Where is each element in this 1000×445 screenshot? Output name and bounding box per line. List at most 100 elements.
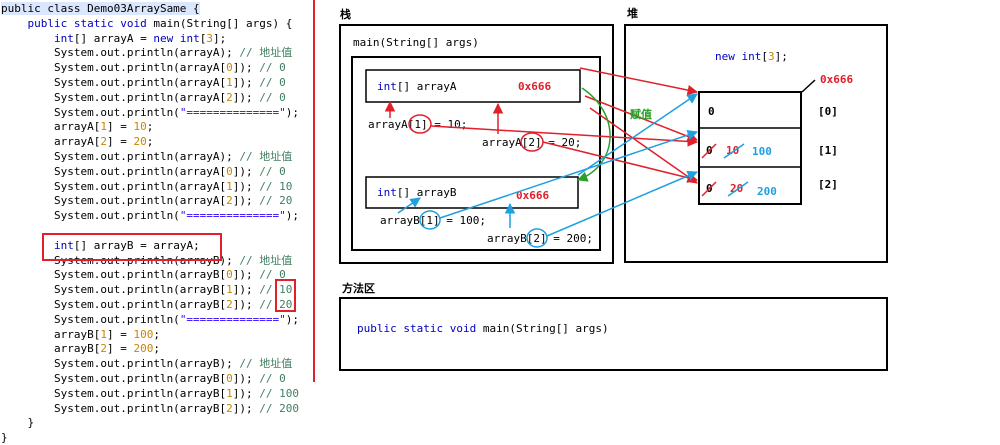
code-token: 1 [226,283,233,297]
code-token: "==============" [179,312,286,326]
code-token: // 10 [259,179,293,193]
code-token: System.out.println(arrayA); [1,46,240,60]
code-token: ]); [232,401,260,415]
code-token: System.out.println(arrayA[ [1,164,227,178]
arrayA-decl: int[] arrayA [377,80,457,93]
code-line: } [1,415,34,430]
cell1-index: [1] [818,144,838,157]
arrow-arrayA-to-heap [579,67,699,96]
code-token: // 0 [259,372,286,385]
code-token: // 地址值 [239,46,293,60]
code-token: 2 [226,90,233,104]
code-token: System.out.println(arrayB[ [1,386,227,400]
code-line: System.out.println("=============="); [1,312,299,327]
code-line: System.out.println("=============="); [1,105,299,120]
code-token: System.out.println(arrayB[ [1,401,227,415]
code-token: // 20 [259,194,293,208]
code-token: ; [146,135,154,149]
code-line: arrayB[2] = 200; [1,341,160,356]
cell2-new: 200 [757,185,777,198]
code-token: // 10 [259,283,293,297]
arrayB-values-highlight [275,279,296,312]
code-token: System.out.println( [1,312,180,326]
code-token: ] = [106,342,134,356]
heap-addr-pointer [801,79,816,93]
code-line: System.out.println(arrayB[1]); // 100 [1,386,299,401]
code-token: // 0 [259,76,286,89]
code-line: arrayB[1] = 100; [1,327,160,342]
code-line: arrayA[2] = 20; [1,134,153,149]
arrayB-index2-circle [526,228,548,248]
code-line: System.out.println(arrayB[2]); // 200 [1,401,299,416]
code-token: System.out.println(arrayB[ [1,283,227,297]
code-token: 0 [226,372,233,385]
code-token: // 0 [259,164,286,178]
code-token: ); [285,209,300,223]
code-token: } [1,431,8,445]
cell2-index: [2] [818,178,838,191]
code-token: 0 [226,164,233,178]
code-token: ]); [232,386,260,400]
code-token: ] = [106,120,134,134]
code-token: main(String[] args) { [146,16,293,30]
code-token: ]); [232,268,260,282]
code-token: ; [153,327,160,341]
arrayB-addr: 0x666 [516,189,549,202]
code-token: 10 [133,120,147,134]
code-line: } [1,430,8,445]
cell1-new: 100 [752,145,772,158]
code-line: System.out.println(arrayA[0]); // 0 [1,164,286,179]
arrayB-index1-circle [419,210,441,230]
code-token: arrayB[ [1,327,101,341]
code-token: ]); [232,61,260,75]
code-token: ]); [232,164,260,178]
code-token: ]); [232,90,260,104]
code-token: 200 [133,342,154,356]
code-token: ]); [232,76,260,89]
code-token: 20 [133,135,147,149]
stmt-a1: arrayA[1] = 10; [368,118,467,131]
arrayB-assignment-highlight [42,233,222,261]
code-token: System.out.println(arrayB[ [1,372,227,385]
code-line: System.out.println(arrayA[2]); // 0 [1,90,286,105]
stack-box [339,24,614,264]
code-line: System.out.println(arrayA[0]); // 0 [1,60,286,75]
code-token: ] = [106,327,134,341]
code-token: // 地址值 [239,253,293,267]
cell2-strike-zero [701,181,717,197]
code-token: 1 [100,327,107,341]
code-line: System.out.println(arrayB[0]); // 0 [1,371,286,386]
code-line: System.out.println(arrayB[0]); // 0 [1,267,286,282]
code-token: new int [153,31,200,45]
heap-array-box [698,91,802,205]
code-token: 100 [133,327,154,341]
code-token: System.out.println(arrayB); [1,357,240,371]
cell0-value: 0 [708,105,715,118]
code-token: 1 [226,179,233,193]
code-token: System.out.println( [1,209,180,223]
code-line: System.out.println(arrayB[2]); // 20 [1,297,292,312]
code-line: System.out.println(arrayB); // 地址值 [1,253,292,268]
stmt-b2: arrayB[2] = 200; [487,232,593,245]
arrayA-slot [365,69,581,103]
code-line: System.out.println(arrayA[1]); // 0 [1,75,286,90]
main-frame-box [351,56,601,251]
code-line: System.out.println(arrayA[1]); // 10 [1,179,292,194]
code-token: 2 [226,401,233,415]
code-token: System.out.println( [1,105,180,119]
arrow-arrayB-to-heap [577,93,698,176]
code-token: ]); [232,372,260,385]
arrow-arrayA1-to-cell1 [430,125,699,147]
code-token: 1 [226,76,233,89]
cell1-strike-zero [701,143,717,159]
code-token: // 0 [259,268,286,282]
code-token: arrayA[ [1,120,101,134]
arrow-arrayB1-to-cell1 [439,130,698,219]
code-line: public static void main(String[] args) { [1,16,293,31]
code-token: [ [199,31,207,45]
code-token: ]); [232,194,260,208]
code-token: 1 [100,120,107,134]
code-token: int [53,31,74,45]
code-token: int [53,238,74,252]
